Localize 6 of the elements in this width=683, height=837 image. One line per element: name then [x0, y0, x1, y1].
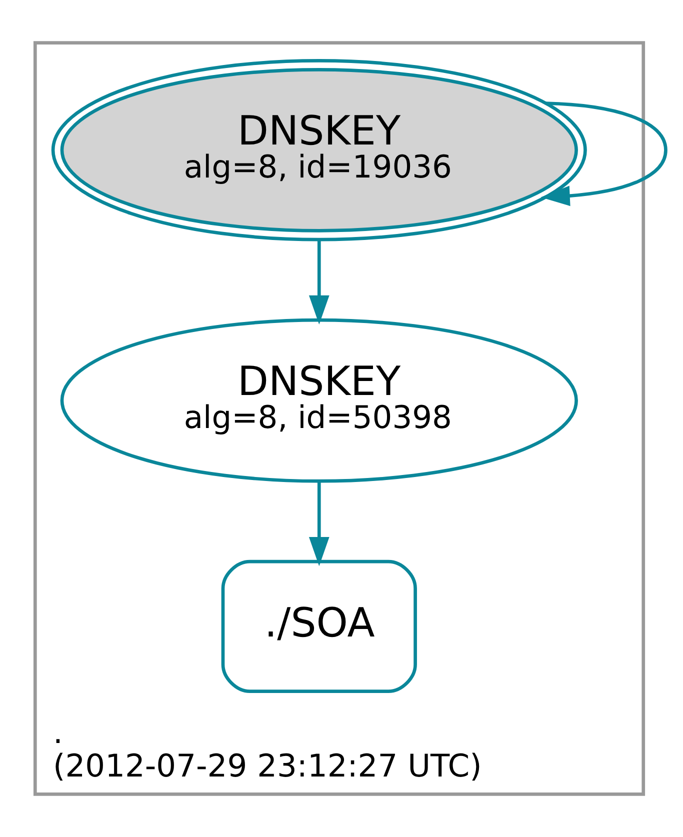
node-box: ./SOA — [221, 560, 417, 693]
arrow — [308, 482, 330, 566]
node-ellipse: DNSKEY alg=8, id=19036 — [51, 59, 587, 242]
node-ellipse: DNSKEY alg=8, id=50398 — [60, 318, 578, 483]
arrow — [540, 102, 668, 206]
arrow — [308, 240, 330, 325]
